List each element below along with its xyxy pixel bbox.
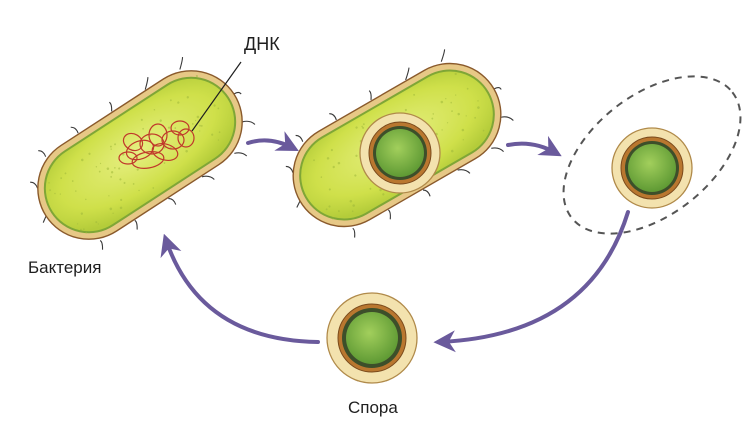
dna-label: ДНК: [244, 34, 280, 54]
dna-pointer-line: [191, 61, 242, 132]
dna-tangle: [118, 120, 195, 169]
free-spore: [611, 127, 693, 209]
arrow-curved-icon: [160, 233, 320, 344]
spore-label: Спора: [348, 398, 398, 417]
dormant-spore: [326, 292, 418, 384]
arrow-right-icon: [506, 135, 562, 157]
cytoplasm-granules: [48, 75, 221, 234]
arrow-right-icon: [246, 131, 299, 152]
forespore: [359, 112, 441, 194]
flagella: [285, 49, 514, 238]
bacterium-cell: [30, 57, 256, 250]
arrow-curved-icon: [433, 210, 630, 353]
bacterium-label: Бактерия: [28, 258, 102, 277]
